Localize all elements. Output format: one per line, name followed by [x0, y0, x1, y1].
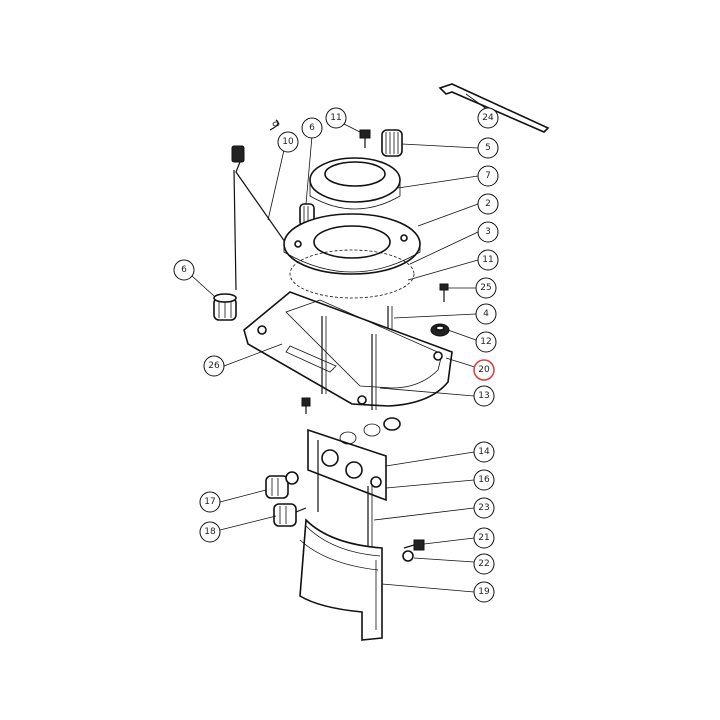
washer-part-22[interactable] — [402, 550, 414, 562]
knob-part-17[interactable] — [265, 471, 299, 499]
callout-label: 6 — [309, 123, 315, 133]
screw-part-25[interactable] — [439, 283, 449, 302]
callout-3[interactable]: 3 — [477, 221, 499, 243]
leader-lines — [191, 93, 489, 593]
callout-label: 2 — [485, 199, 491, 209]
callout-label: 4 — [483, 309, 489, 319]
callout-5[interactable]: 5 — [477, 137, 499, 159]
flange-part-2[interactable] — [283, 213, 421, 275]
callout-label: 21 — [478, 533, 489, 543]
callout-11[interactable]: 11 — [325, 107, 347, 129]
gasket-part-3[interactable] — [289, 249, 415, 299]
callout-18[interactable]: 18 — [199, 521, 221, 543]
callout-label: 11 — [482, 255, 493, 265]
callout-4[interactable]: 4 — [475, 303, 497, 325]
screw-part-11[interactable] — [359, 129, 371, 148]
callout-14[interactable]: 14 — [473, 441, 495, 463]
callout-10[interactable]: 10 — [277, 131, 299, 153]
rod-part-23[interactable] — [317, 440, 373, 552]
callout-21[interactable]: 21 — [473, 527, 495, 549]
callout-label: 7 — [485, 171, 491, 181]
rod-part-13[interactable] — [321, 316, 377, 410]
callout-label: 24 — [482, 113, 494, 123]
callout-label: 16 — [478, 475, 490, 485]
callout-label: 20 — [478, 365, 490, 375]
callout-label: 14 — [478, 447, 490, 457]
callout-16[interactable]: 16 — [473, 469, 495, 491]
screw-part-21[interactable] — [403, 539, 425, 551]
base-plate-part-26[interactable] — [243, 291, 453, 407]
callout-label: 11 — [330, 113, 341, 123]
callout-label: 6 — [181, 265, 187, 275]
callout-label: 17 — [204, 497, 215, 507]
callout-label: 13 — [478, 391, 489, 401]
callout-label: 25 — [480, 283, 491, 293]
hex-key-part[interactable] — [438, 83, 550, 133]
callout-label: 23 — [478, 503, 489, 513]
knob-part-5[interactable] — [381, 129, 403, 157]
callout-6[interactable]: 6 — [301, 117, 323, 139]
callout-7[interactable]: 7 — [477, 165, 499, 187]
clamp-block-part-14[interactable] — [301, 397, 401, 502]
callout-23[interactable]: 23 — [473, 497, 495, 519]
tube-body-part-19[interactable] — [299, 518, 383, 641]
callout-label: 10 — [282, 137, 294, 147]
callout-26[interactable]: 26 — [203, 355, 225, 377]
callout-6[interactable]: 6 — [173, 259, 195, 281]
knob-part-18[interactable] — [273, 503, 307, 527]
callout-11[interactable]: 11 — [477, 249, 499, 271]
callout-2[interactable]: 2 — [477, 193, 499, 215]
callout-19[interactable]: 19 — [473, 581, 495, 603]
knob-part-6-lower[interactable] — [213, 293, 237, 321]
callout-label: 3 — [485, 227, 491, 237]
callout-label: 19 — [478, 587, 490, 597]
callout-12[interactable]: 12 — [475, 331, 497, 353]
callout-22[interactable]: 22 — [473, 553, 495, 575]
callout-label: 5 — [485, 143, 491, 153]
callout-25[interactable]: 25 — [475, 277, 497, 299]
callout-label: 18 — [204, 527, 216, 537]
callout-20-highlighted[interactable]: 20 — [473, 359, 495, 381]
callout-label: 22 — [478, 559, 489, 569]
nut-part-12[interactable] — [430, 323, 450, 337]
callout-13[interactable]: 13 — [473, 385, 495, 407]
ring-part-7[interactable] — [309, 157, 401, 210]
callout-24[interactable]: 24 — [477, 107, 499, 129]
callout-label: 12 — [480, 337, 491, 347]
callout-label: 26 — [208, 361, 220, 371]
callout-17[interactable]: 17 — [199, 491, 221, 513]
